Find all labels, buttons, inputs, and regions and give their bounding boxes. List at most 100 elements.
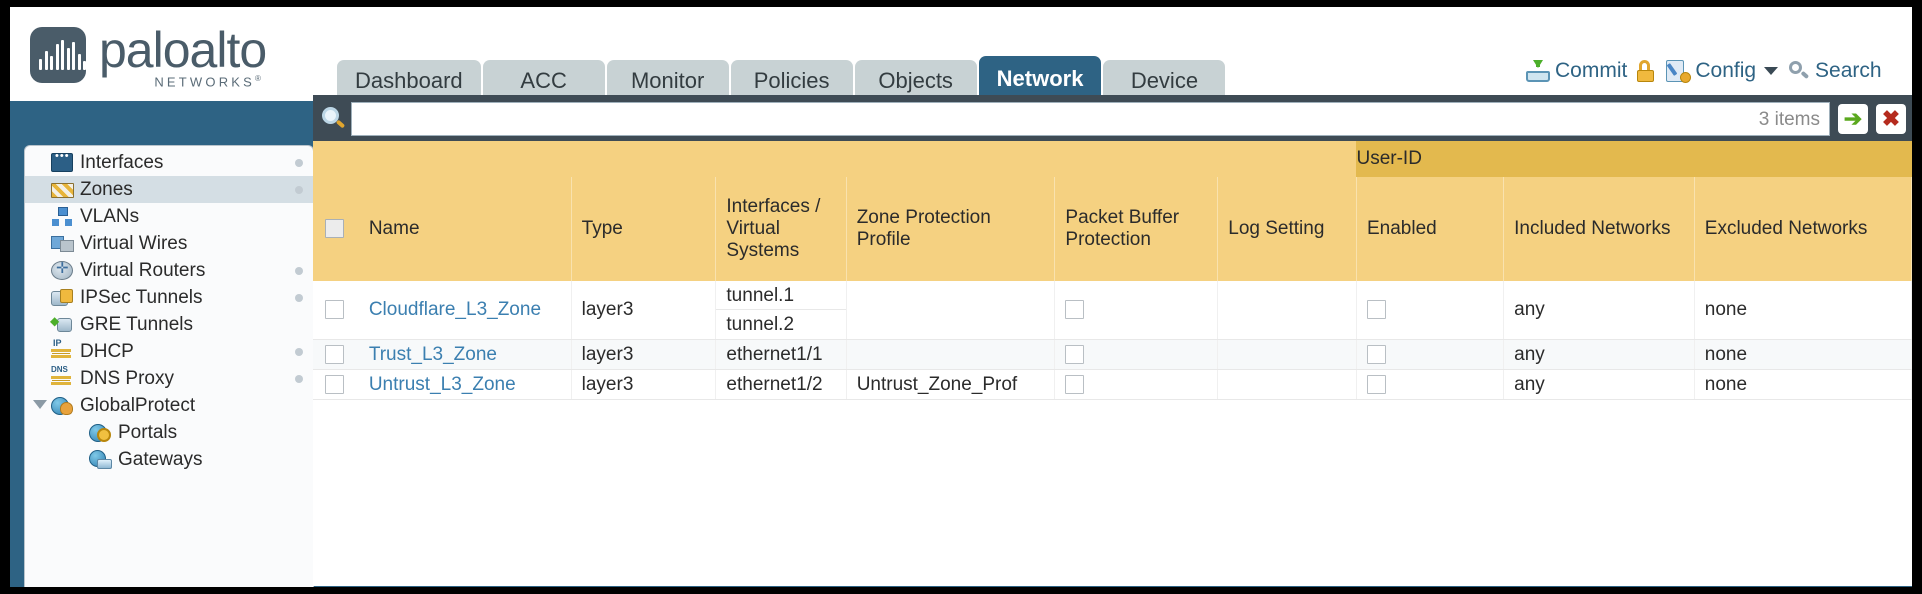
zone-type-cell: layer3 [571,339,717,370]
column-header-type[interactable]: Type [571,177,717,281]
filter-search-icon[interactable] [319,104,347,134]
sidebar-item-label: GRE Tunnels [80,313,193,335]
packet-buffer-protection-cell [1054,281,1219,340]
commit-label: Commit [1555,59,1628,82]
column-header-name[interactable]: Name [358,177,572,281]
tab-device[interactable]: Device [1103,60,1226,101]
sidebar-status-dot [295,186,303,194]
tab-dashboard[interactable]: Dashboard [337,60,481,101]
row-select-checkbox[interactable] [325,374,344,394]
zone-name-cell: Trust_L3_Zone [358,339,572,370]
interface-entry: tunnel.2 [726,314,795,335]
sidebar-status-dot [295,294,303,302]
group-header-userid: User-ID [1356,141,1912,177]
sidebar-item-portals[interactable]: Portals [25,419,313,446]
dns-proxy-icon [51,365,73,388]
sidebar-item-vlans[interactable]: VLANs [25,203,313,230]
interfaces-cell: ethernet1/2 [715,369,847,400]
search-input[interactable] [351,102,1830,136]
sidebar-item-globalprotect[interactable]: GlobalProtect [25,392,313,419]
interface-entry: ethernet1/2 [726,374,823,395]
userid-enabled-checkbox[interactable] [1366,374,1386,394]
row-select-cell [313,281,359,340]
zone-type-cell: layer3 [571,281,717,340]
zone-name-cell: Cloudflare_L3_Zone [358,281,572,340]
excluded-networks-cell: none [1694,369,1912,400]
log-setting-cell [1217,339,1357,370]
interface-entry: tunnel.1 [716,281,846,310]
sidebar-item-dhcp[interactable]: DHCP [25,338,313,365]
tab-acc[interactable]: ACC [482,60,605,101]
clear-filter-button[interactable]: ✖ [1876,104,1906,134]
sidebar-item-virtual-routers[interactable]: Virtual Routers [25,257,313,284]
sidebar-item-label: VLANs [80,205,140,227]
zone-name-link[interactable]: Cloudflare_L3_Zone [368,299,542,320]
sidebar-item-ipsec-tunnels[interactable]: IPSec Tunnels [25,284,313,311]
included-networks-cell: any [1503,369,1695,400]
search-label: Search [1815,59,1882,82]
search-icon [1788,60,1810,82]
sidebar-item-label: DNS Proxy [80,367,174,389]
gateways-icon [89,450,112,469]
zone-type-cell: layer3 [571,369,717,400]
row-select-checkbox[interactable] [325,300,344,320]
brand-logo[interactable]: paloalto NETWORKS® [30,24,267,89]
included-networks-cell: any [1503,281,1695,340]
sidebar-item-gateways[interactable]: Gateways [25,446,313,473]
sidebar-item-dns-proxy[interactable]: DNS Proxy [25,365,313,392]
sidebar-item-interfaces[interactable]: Interfaces [25,149,313,176]
commit-button[interactable]: Commit [1526,59,1627,83]
column-header-excluded-networks[interactable]: Excluded Networks [1694,177,1912,281]
log-setting-cell [1217,281,1357,340]
tab-monitor[interactable]: Monitor [606,60,729,101]
column-header-log-setting[interactable]: Log Setting [1217,177,1357,281]
header-actions: Commit Config Search [1526,59,1882,83]
interfaces-cell: tunnel.1 tunnel.2 [715,281,847,340]
userid-enabled-checkbox[interactable] [1366,300,1386,320]
select-all-checkbox[interactable] [325,219,344,239]
packet-buffer-protection-checkbox[interactable] [1065,344,1085,364]
column-header-included-networks[interactable]: Included Networks [1503,177,1695,281]
tab-objects[interactable]: Objects [854,60,977,101]
lock-button[interactable] [1637,60,1656,82]
zone-name-link[interactable]: Trust_L3_Zone [368,343,497,365]
column-header-zone-protection-profile[interactable]: Zone Protection Profile [846,177,1056,281]
sidebar-item-zones[interactable]: Zones [25,176,313,203]
sidebar-item-gre-tunnels[interactable]: GRE Tunnels [25,311,313,338]
zones-icon [51,180,74,199]
sidebar-status-dot [295,375,303,383]
select-all-header [313,177,359,281]
apply-filter-button[interactable]: ➔ [1838,104,1868,134]
column-header-packet-buffer-protection[interactable]: Packet Buffer Protection [1054,177,1219,281]
vlans-icon [51,207,73,226]
row-select-checkbox[interactable] [325,344,344,364]
column-header-enabled[interactable]: Enabled [1356,177,1505,281]
sidebar-item-label: IPSec Tunnels [80,286,203,308]
zone-name-link[interactable]: Untrust_L3_Zone [368,373,516,395]
packet-buffer-protection-cell [1054,339,1219,370]
packet-buffer-protection-checkbox[interactable] [1065,300,1085,320]
table-row[interactable]: Untrust_L3_Zone layer3 ethernet1/2 Untrust_… [313,369,1912,400]
expand-triangle-icon[interactable] [33,400,47,409]
packet-buffer-protection-checkbox[interactable] [1065,374,1085,394]
config-menu[interactable]: Config [1666,59,1779,83]
sidebar-item-label: Interfaces [80,151,164,173]
tab-policies[interactable]: Policies [730,60,853,101]
log-setting-cell [1217,369,1357,400]
column-header-interfaces-virtual-systems[interactable]: Interfaces / Virtual Systems [715,177,847,281]
tab-network[interactable]: Network [978,56,1102,101]
gre-tunnels-icon [50,314,73,334]
zone-protection-profile-cell [846,339,1056,370]
userid-enabled-checkbox[interactable] [1366,344,1386,364]
sidebar-item-virtual-wires[interactable]: Virtual Wires [25,230,313,257]
zone-protection-profile-cell: Untrust_Zone_Prof [846,369,1056,400]
search-button[interactable]: Search [1788,59,1882,83]
sidebar-item-label: Zones [80,178,133,200]
